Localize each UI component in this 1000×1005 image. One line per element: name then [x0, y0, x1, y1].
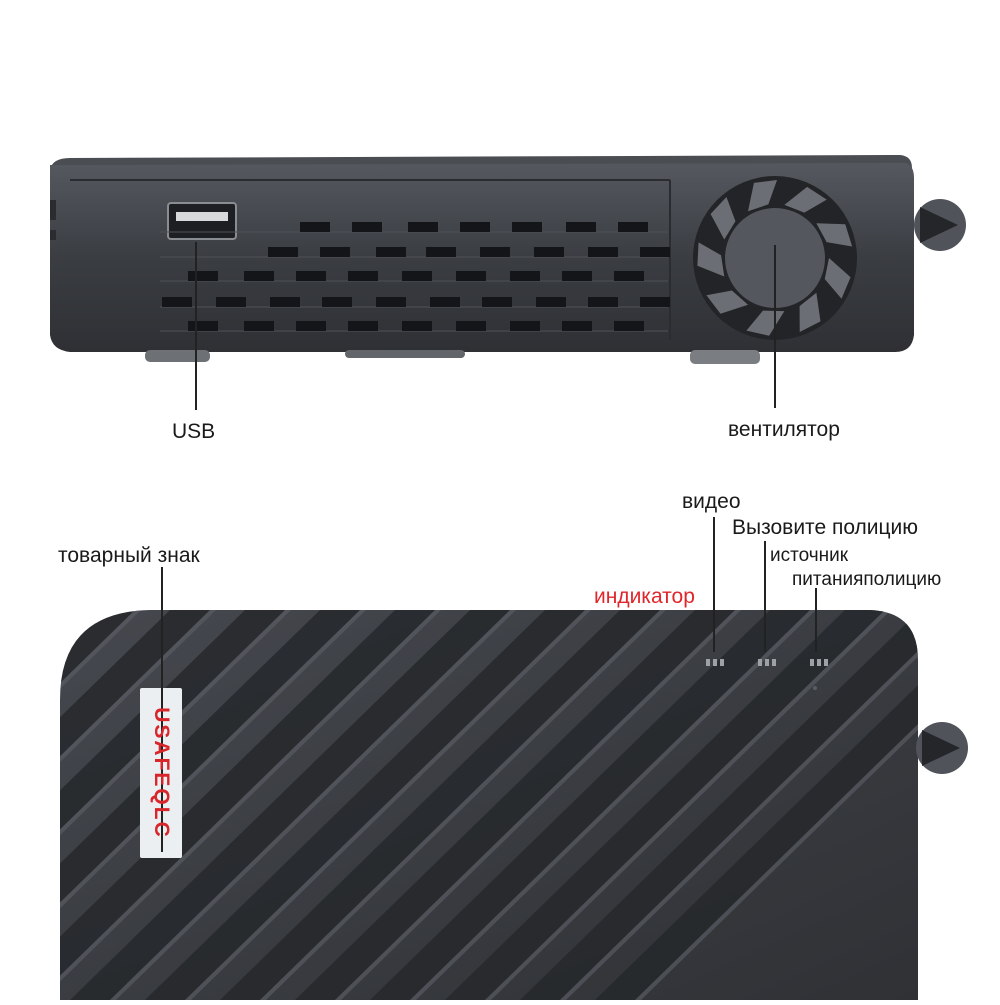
usb-port-icon [167, 202, 237, 240]
call-police-label: Вызовите полицию [732, 516, 919, 539]
antenna-knob-icon [914, 199, 966, 251]
indicator-led-icon [706, 659, 828, 690]
vent-slots [160, 222, 670, 332]
indicator-label: индикатор [594, 585, 695, 608]
power-police-label: питанияполицию [792, 569, 942, 590]
video-label: видео [682, 490, 741, 513]
trademark-label: товарный знак [58, 544, 200, 567]
brand-logo-text: USAFEQLC [150, 707, 173, 839]
top-view-device [60, 610, 968, 1000]
usb-label: USB [172, 420, 216, 443]
antenna-knob-icon [916, 722, 968, 774]
fan-label: вентилятор [728, 418, 840, 441]
source-label: источник [770, 545, 849, 566]
side-view-device [50, 155, 966, 364]
